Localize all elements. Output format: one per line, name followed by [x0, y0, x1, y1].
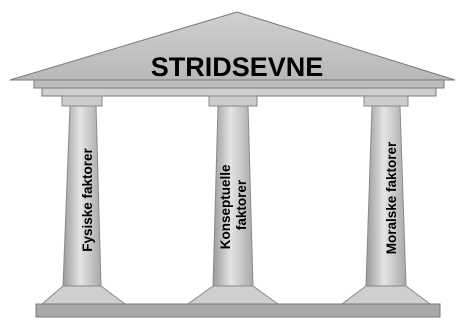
pillar-fysiske: Fysiske faktorer: [40, 95, 127, 305]
pillar-label-moralske: Moralske faktorer: [384, 141, 399, 254]
pillar-base: [40, 285, 127, 305]
pillar-base: [340, 285, 432, 305]
pillar-label-line: Konseptuelle: [218, 164, 233, 249]
pillar-label-konseptuelle: Konseptuelle faktorer: [218, 161, 249, 250]
diagram-title: STRIDSEVNE: [151, 52, 324, 82]
pillar-moralske: Moralske faktorer: [340, 95, 432, 305]
foundation: [35, 303, 441, 318]
pillar-label-line: Fysiske faktorer: [80, 147, 95, 251]
pillar-label-line: faktorer: [234, 179, 249, 230]
pillar-label-line: Moralske faktorer: [384, 141, 399, 254]
pillar-base: [186, 285, 280, 305]
pillar-konseptuelle: Konseptuelle faktorer: [186, 95, 280, 305]
pillar-capital: [61, 95, 103, 107]
roof-beam-lower: [41, 87, 437, 97]
pillar-capital: [208, 95, 258, 107]
pillar-capital: [363, 95, 409, 107]
pillar-label-fysiske: Fysiske faktorer: [80, 147, 95, 251]
